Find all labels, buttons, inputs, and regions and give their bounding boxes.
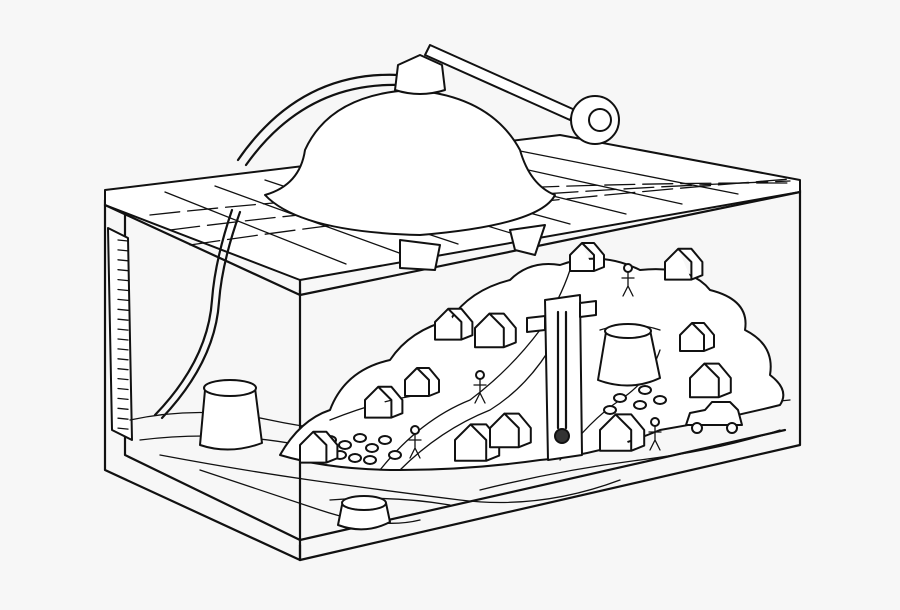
pebble xyxy=(653,395,667,405)
ruler-tick xyxy=(117,338,129,341)
pebble xyxy=(365,443,379,453)
house xyxy=(364,385,404,419)
pebble xyxy=(353,433,367,443)
ruler-tick xyxy=(117,358,129,361)
ruler-tick xyxy=(117,397,129,401)
stump-left xyxy=(199,379,263,451)
ruler-tick xyxy=(117,368,129,371)
house xyxy=(404,367,440,397)
person xyxy=(621,263,635,297)
ruler-tick xyxy=(117,269,129,272)
person xyxy=(408,425,422,459)
stump-right xyxy=(597,323,661,387)
lid-plank-line xyxy=(164,191,347,265)
person-head xyxy=(410,425,420,435)
houses xyxy=(299,242,732,464)
pebble xyxy=(638,385,652,395)
house xyxy=(569,242,605,272)
ruler-tick xyxy=(117,328,129,331)
ruler-tick xyxy=(117,407,129,410)
house xyxy=(599,413,646,452)
ruler-tick xyxy=(117,427,129,430)
house xyxy=(474,312,517,349)
ruler-tick xyxy=(117,377,129,381)
ruler-tick xyxy=(117,387,129,391)
ruler-tick xyxy=(117,249,129,252)
ruler-tick xyxy=(117,288,129,292)
car xyxy=(685,401,743,434)
person xyxy=(473,370,487,404)
ruler-tick xyxy=(117,417,129,420)
thermometer xyxy=(526,294,597,461)
person-body xyxy=(473,378,487,404)
pebble xyxy=(338,440,352,450)
ruler-tick xyxy=(117,278,129,282)
house xyxy=(489,412,532,449)
pebble xyxy=(363,455,377,465)
air-hose xyxy=(153,208,234,417)
person-body xyxy=(621,271,635,297)
house xyxy=(679,322,715,352)
ruler-tick xyxy=(117,308,129,311)
person-head xyxy=(650,417,660,427)
pebble xyxy=(388,450,402,460)
ruler-tick xyxy=(117,318,129,321)
person-body xyxy=(648,425,662,451)
ruler-tick xyxy=(117,348,129,351)
house xyxy=(689,362,732,399)
ruler-tick xyxy=(117,259,129,262)
person-head xyxy=(475,370,485,380)
house xyxy=(434,307,474,341)
ruler xyxy=(107,227,133,441)
dome-cover xyxy=(236,44,620,271)
ruler-tick xyxy=(117,239,129,242)
pebble xyxy=(633,400,647,410)
pebble xyxy=(603,405,617,415)
stump-front xyxy=(337,495,391,531)
person-head xyxy=(623,263,633,273)
house xyxy=(664,247,704,281)
house xyxy=(299,430,339,464)
person-body xyxy=(408,433,422,459)
person xyxy=(648,417,662,451)
pebble xyxy=(378,435,392,445)
ruler-tick xyxy=(117,298,129,302)
pebble xyxy=(613,393,627,403)
pebble xyxy=(348,453,362,463)
air-hose-inner xyxy=(160,210,242,420)
people xyxy=(408,263,662,459)
